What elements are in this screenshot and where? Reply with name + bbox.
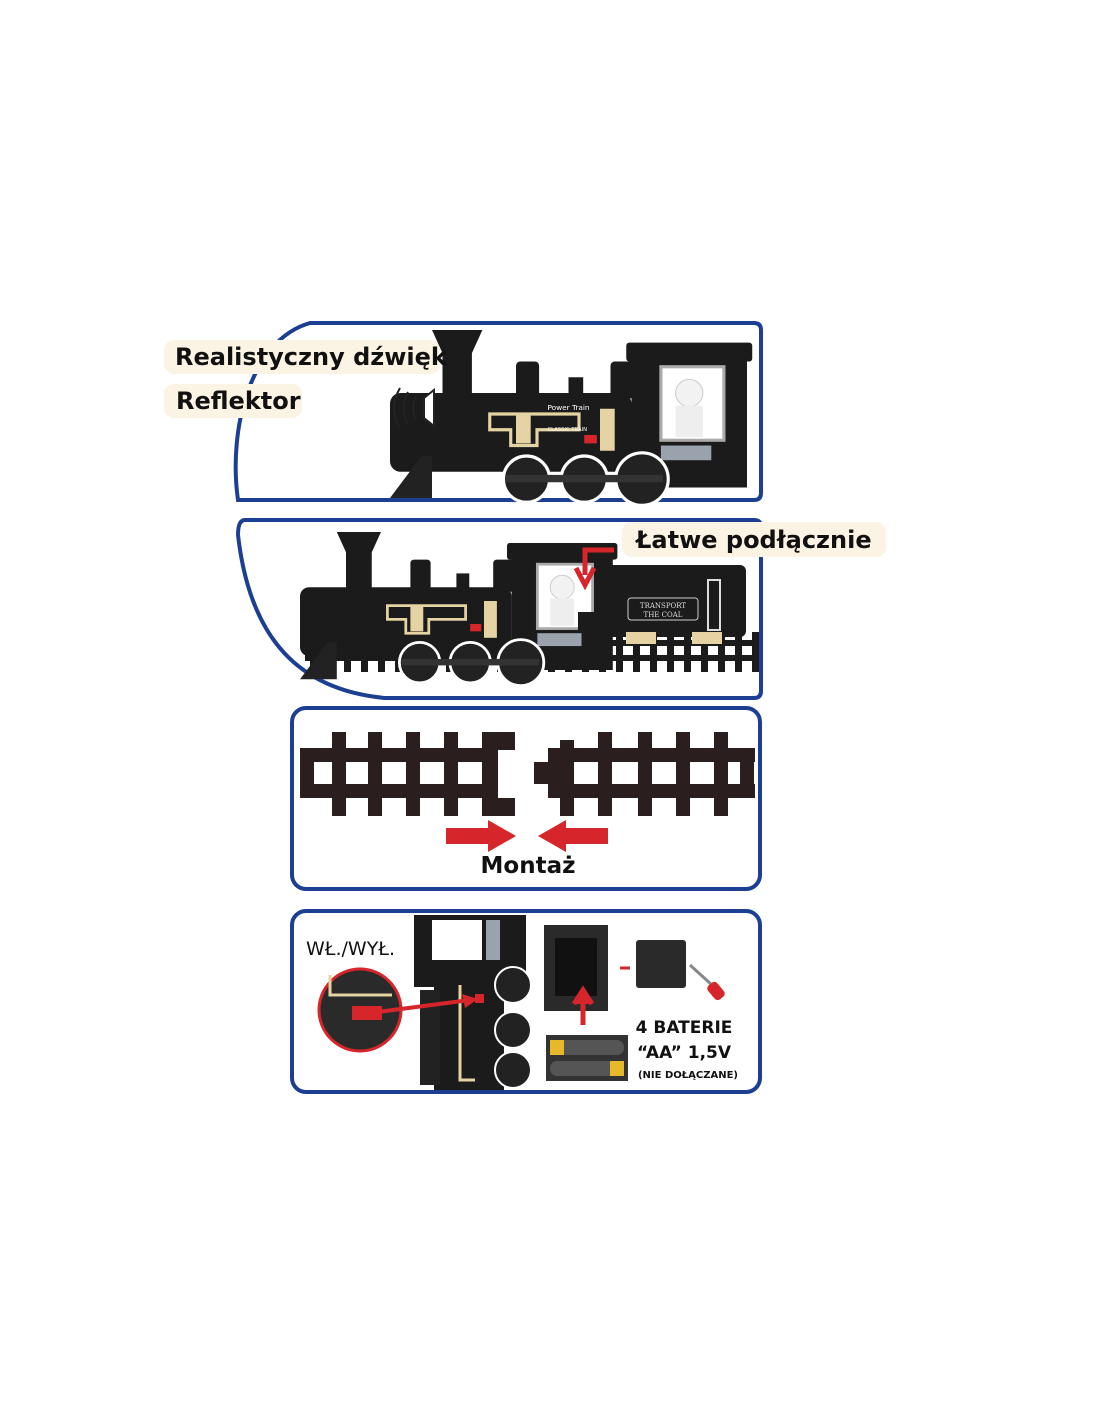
battery-note: (NIE DOŁĄCZANE) [638,1070,738,1081]
label-pill [164,340,440,374]
panel-connect: TRANSPORT THE COAL Łatwe podłącznie [235,518,886,700]
arrow-down-icon [573,547,614,591]
battery-line-1: 4 BATERIE [636,1018,733,1038]
label-light: Reflektor [176,387,301,415]
label-connect: Łatwe podłącznie [634,526,872,554]
tender-text: THE COAL [644,611,683,619]
track-tie [633,632,640,672]
track-tie [735,632,742,672]
track-tie [752,632,759,672]
locomotive-closeup [414,915,532,1090]
speaker-icon [393,387,435,429]
track-tie [616,632,623,672]
label-pill [164,384,302,418]
panel-battery: WŁ./WYŁ. 4 BATERIE “AA” 1,5V (NIE DOŁĄCZ… [290,909,762,1094]
coal-tender: TRANSPORT THE COAL [578,565,746,644]
track-piece-left [300,732,515,816]
track-tie [684,632,691,672]
panel-sound-light: Power Train CLASSIC TRAIN Realistyczny d… [164,321,763,507]
label-switch: WŁ./WYŁ. [306,938,395,960]
arrow-up-icon [571,985,595,1025]
arrow-right-left-icon [446,820,608,852]
track-tie [718,632,725,672]
track-tie [667,632,674,672]
panel-track: Montaż [290,706,762,891]
switch-zoom-circle [317,967,478,1053]
screwdriver-icon [688,963,714,987]
tender-text: TRANSPORT [640,602,687,610]
track-tie [650,632,657,672]
locomotive-image: Power Train CLASSIC TRAIN [388,328,754,507]
label-sound: Realistyczny dźwięk [175,343,448,371]
track-tie [701,632,708,672]
loco-name: Power Train [548,403,590,412]
loco-badge: CLASSIC TRAIN [548,427,588,433]
label-assembly: Montaż [481,853,576,879]
battery-line-2: “AA” 1,5V [637,1043,732,1063]
label-pill [622,522,886,557]
track-piece-right [534,732,755,816]
battery-compartment [544,925,725,1081]
